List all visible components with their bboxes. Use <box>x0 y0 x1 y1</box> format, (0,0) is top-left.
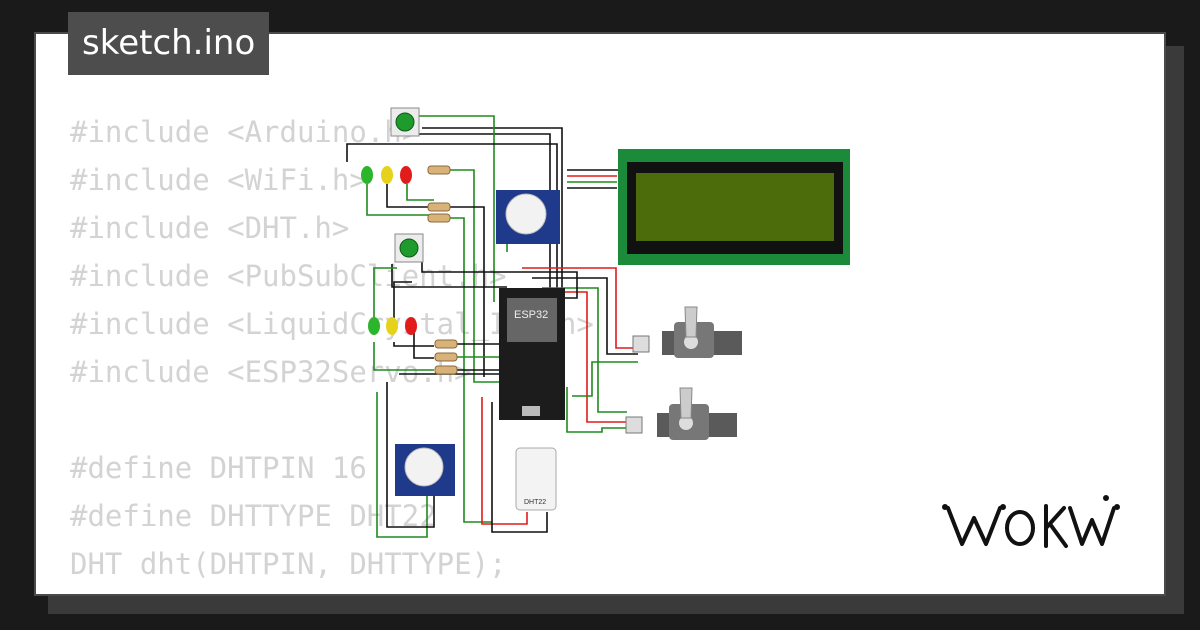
wire <box>373 342 434 371</box>
resistor-group-middle <box>434 339 458 375</box>
servo-top <box>632 306 742 358</box>
pir-sensor-top <box>496 190 560 244</box>
wire <box>522 267 638 349</box>
wire <box>447 169 507 383</box>
lcd-display <box>618 149 850 265</box>
code-line: #include <ESP32Servo.h> <box>70 355 472 389</box>
wokwi-logo-icon <box>942 495 1120 548</box>
esp32-label: ESP32 <box>514 309 548 321</box>
preview-card: #include <Arduino.h>#include <WiFi.h>#in… <box>34 32 1166 596</box>
code-line: DHT dht(DHTPIN, DHTTYPE); <box>70 547 507 581</box>
wire <box>447 206 485 377</box>
wire <box>572 361 638 397</box>
wire <box>567 162 623 171</box>
led-group-middle <box>368 317 417 335</box>
push-button-middle <box>394 233 424 263</box>
wire <box>391 264 507 288</box>
wire <box>373 267 397 330</box>
dht22-sensor: DHT22 <box>515 447 557 511</box>
led-group-top <box>361 166 412 184</box>
code-line: #include <DHT.h> <box>70 211 350 245</box>
wire <box>366 184 434 216</box>
circuit-diagram: ESP32 DHT22 <box>346 107 850 538</box>
code-line: #define DHTPIN 16 <box>70 451 367 485</box>
wire <box>386 382 435 528</box>
wire <box>386 184 434 208</box>
code-line: #include <WiFi.h> <box>70 163 367 197</box>
dht-label: DHT22 <box>524 499 546 506</box>
wire <box>532 277 638 355</box>
wire <box>406 184 434 201</box>
wire <box>393 342 434 347</box>
file-tab[interactable]: sketch.ino <box>68 12 270 75</box>
wire <box>376 392 428 538</box>
wire <box>481 397 528 525</box>
resistor-group-top <box>427 165 451 223</box>
wire <box>491 402 548 533</box>
wire <box>415 115 495 302</box>
wire <box>566 387 627 433</box>
wire <box>413 330 434 359</box>
wire <box>393 281 412 330</box>
pir-sensor-bottom <box>395 444 455 496</box>
esp32-board: ESP32 <box>499 288 565 420</box>
push-button-top <box>390 107 420 137</box>
servo-bottom <box>625 387 737 440</box>
wire <box>542 287 627 413</box>
